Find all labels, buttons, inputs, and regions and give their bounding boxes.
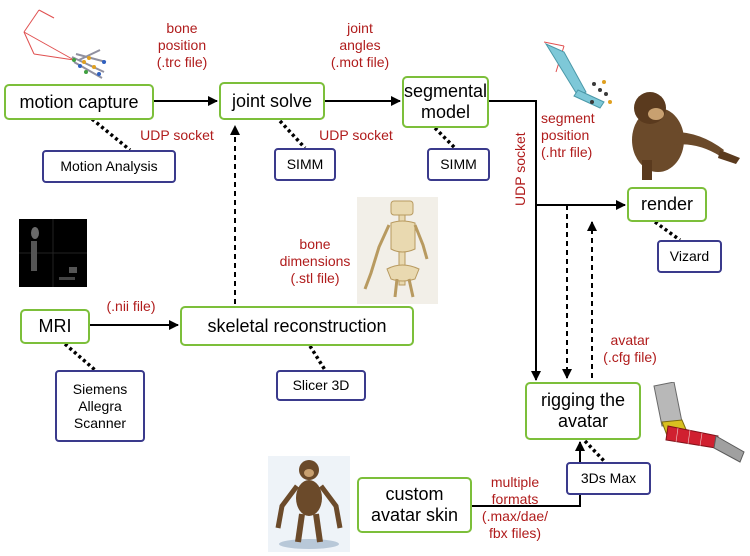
mri-scan-image <box>19 219 87 287</box>
tool-motion-analysis: Motion Analysis <box>42 150 176 183</box>
arrow-segmental-to-rigging <box>489 100 541 381</box>
tool-siemens-allegra-scanner: Siemens Allegra Scanner <box>55 370 145 442</box>
label-nii-file: (.nii file) <box>106 298 156 314</box>
node-render: render <box>627 187 707 222</box>
link-mocap-motionanalysis <box>90 117 132 152</box>
label-udp-socket-2: UDP socket <box>319 127 393 143</box>
skeleton-image <box>357 197 438 304</box>
label-bone-position: bone position (.trc file) <box>156 20 208 70</box>
label-udp-socket-1: UDP socket <box>140 127 214 143</box>
node-segmental-model: segmental model <box>402 76 489 128</box>
tool-slicer-3d: Slicer 3D <box>276 370 366 401</box>
link-skeletal-slicer <box>308 345 327 371</box>
label-avatar-cfg-file: avatar (.cfg file) <box>603 332 657 365</box>
link-render-vizard <box>653 220 682 242</box>
link-mri-siemens <box>63 342 97 372</box>
monkey-render-image <box>628 90 748 182</box>
node-rigging-the-avatar: rigging the avatar <box>525 382 641 440</box>
node-skeletal-reconstruction: skeletal reconstruction <box>180 306 414 346</box>
label-segment-position: segment position (.htr file) <box>541 110 595 160</box>
node-custom-avatar-skin: custom avatar skin <box>357 477 472 533</box>
link-jointsolve-simm <box>278 119 307 150</box>
monkey-avatar-image <box>268 456 350 552</box>
link-segmental-simm <box>433 126 457 150</box>
avatar-arm-mesh-image <box>648 382 748 466</box>
label-joint-angles: joint angles (.mot file) <box>330 20 390 70</box>
label-udp-socket-vertical: UDP socket <box>512 132 528 206</box>
tool-simm-segmental: SIMM <box>427 148 490 181</box>
label-multiple-formats: multiple formats (.max/dae/ fbx files) <box>481 474 549 541</box>
segmental-arm-model-image <box>534 32 619 117</box>
label-bone-dimensions: bone dimensions (.stl file) <box>279 236 351 286</box>
mocap-hand-model-image <box>14 2 114 82</box>
node-joint-solve: joint solve <box>219 82 325 120</box>
link-rigging-3dsmax <box>583 439 607 464</box>
tool-simm-joint-solve: SIMM <box>274 148 336 181</box>
node-motion-capture: motion capture <box>4 84 154 120</box>
tool-3ds-max: 3Ds Max <box>566 462 651 495</box>
node-mri: MRI <box>20 309 90 344</box>
tool-vizard: Vizard <box>657 240 722 273</box>
